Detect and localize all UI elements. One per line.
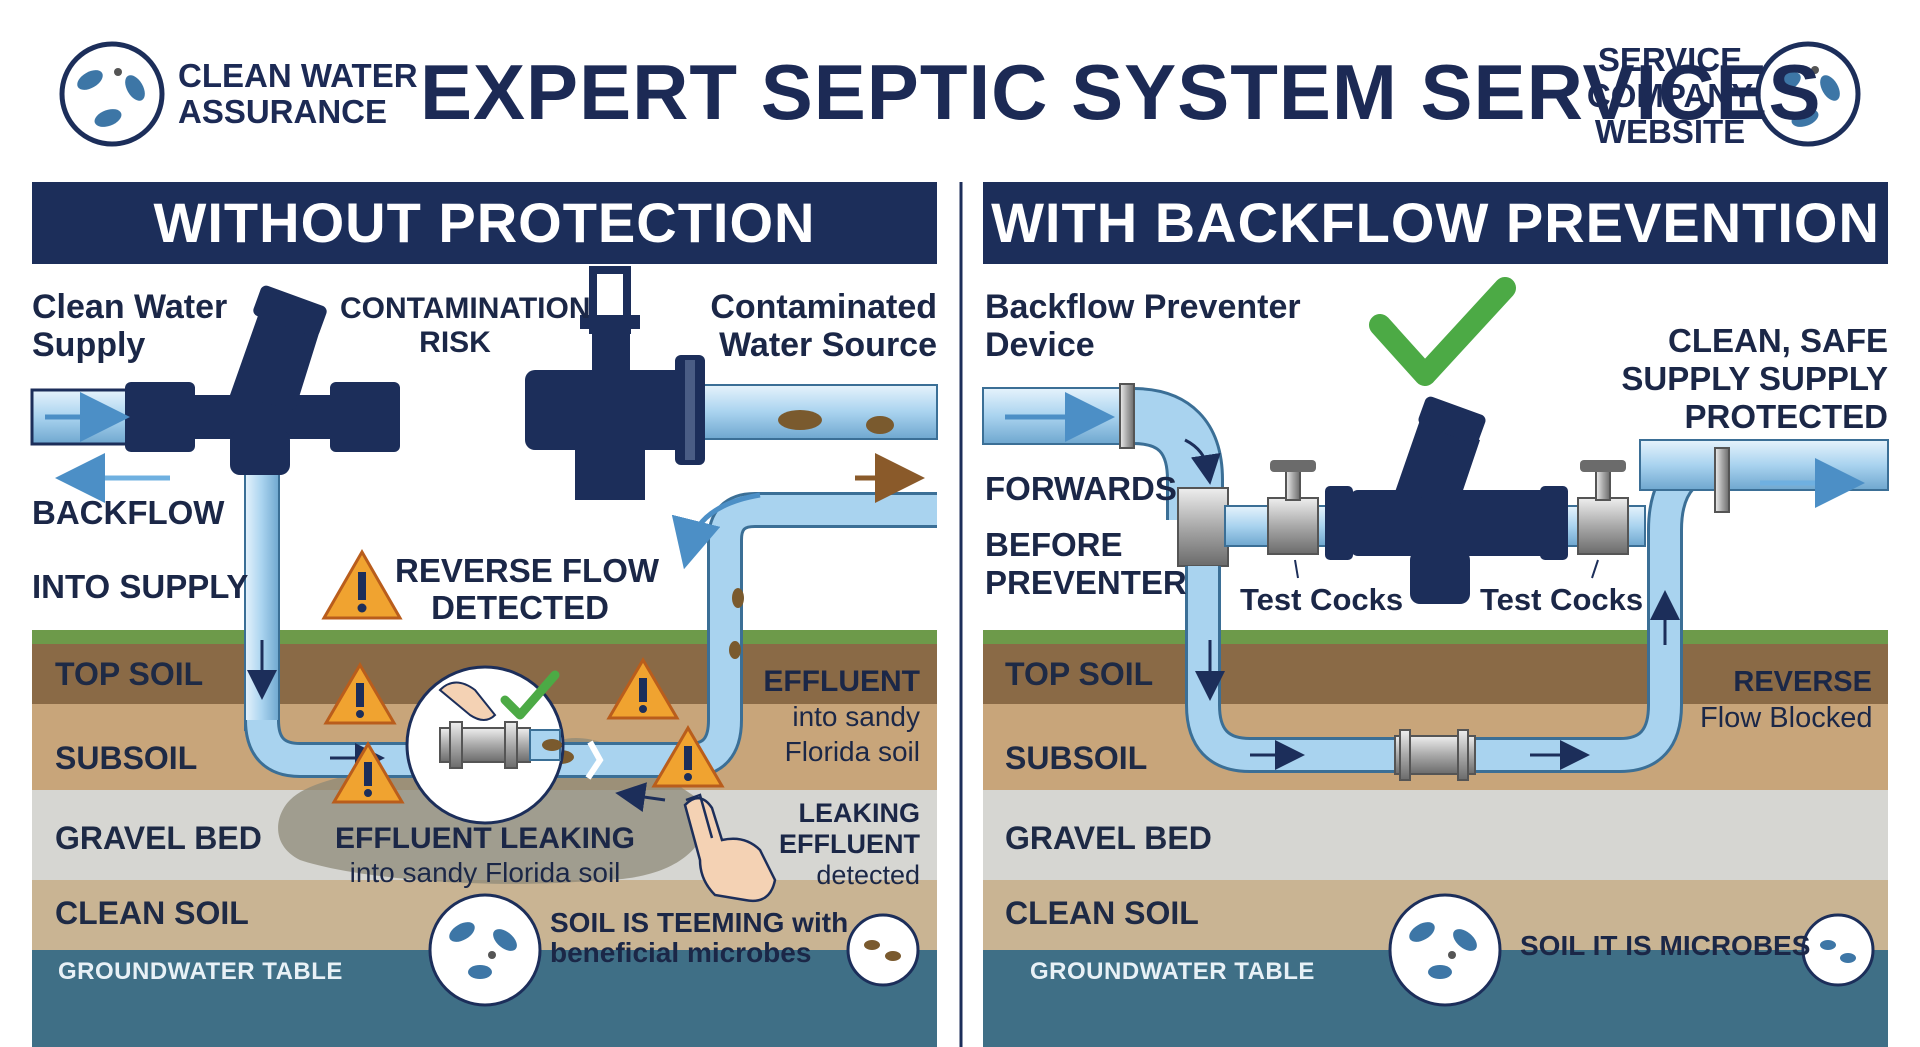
effluent-right-line2: into sandy [792, 701, 920, 732]
contaminated-source-label: Contaminated Water Source [700, 288, 937, 364]
reverse-blocked-line1: REVERSE [1733, 666, 1872, 698]
microbe-logo-right [1755, 41, 1861, 147]
test-cocks-left-label: Test Cocks [1240, 582, 1404, 617]
left-layer-topsoil: TOP SOIL [55, 656, 204, 692]
left-brand: CLEAN WATER ASSURANCE [178, 58, 418, 130]
contamination-line1: CONTAMINATION [340, 292, 591, 325]
left-brand-line2: ASSURANCE [178, 93, 388, 130]
before-preventer-label: BEFORE PREVENTER [985, 526, 1187, 602]
left-layer-gravel: GRAVEL BED [55, 820, 262, 856]
device-label: Backflow Preventer Device [985, 288, 1301, 364]
before-line1: BEFORE [985, 526, 1123, 563]
left-layer-subsoil: SUBSOIL [55, 740, 198, 776]
reverse-blocked-label: REVERSE Flow Blocked [1700, 664, 1872, 736]
microbe-logo-left [59, 41, 165, 147]
reverse-line1: REVERSE FLOW [395, 552, 660, 589]
device-line2: Device [985, 326, 1095, 364]
left-groundwater-label: GROUNDWATER TABLE [58, 958, 343, 985]
effluent-leaking-label: EFFLUENT LEAKING into sandy Florida soil [325, 822, 645, 890]
contamination-risk-label: CONTAMINATION RISK [340, 292, 591, 360]
right-panel-heading: WITH BACKFLOW PREVENTION [983, 182, 1888, 264]
into-supply-label: INTO SUPPLY [32, 568, 249, 605]
reverse-flow-label: REVERSE FLOW DETECTED [395, 552, 660, 626]
leaking-right-line1: LEAKING [798, 798, 921, 828]
safe-line2: SUPPLY SUPPLY [1621, 360, 1888, 397]
left-pipe-system [30, 266, 938, 1007]
reverse-line2: DETECTED [431, 589, 609, 626]
right-pipe-system [982, 277, 1889, 1007]
device-line1: Backflow Preventer [985, 288, 1301, 326]
page-title: EXPERT SEPTIC SYSTEM SERVICES [420, 48, 1822, 136]
microbes-line1: SOIL IS TEEMING with [550, 907, 849, 938]
right-layer-topsoil: TOP SOIL [1005, 656, 1154, 692]
right-layer-subsoil: SUBSOIL [1005, 740, 1148, 776]
leaking-right-line2: EFFLUENT [779, 829, 920, 859]
left-panel-heading: WITHOUT PROTECTION [32, 182, 937, 264]
warning-triangles [321, 548, 725, 804]
forwards-label: FORWARDS [985, 470, 1177, 507]
microbes-left-label: SOIL IS TEEMING with beneficial microbes [550, 908, 848, 968]
leaking-effluent-label: LEAKING EFFLUENT detected [770, 798, 920, 891]
right-brand-line3: WEBSITE [1594, 113, 1746, 150]
clean-safe-label: CLEAN, SAFE SUPPLY SUPPLY PROTECTED [1600, 322, 1888, 436]
effluent-right-line3: Florida soil [784, 736, 920, 767]
right-layer-cleansoil: CLEAN SOIL [1005, 895, 1199, 931]
microbes-right-label: SOIL IT IS MICROBES [1520, 930, 1811, 961]
leaking-center-line2: into sandy Florida soil [349, 857, 621, 888]
leaking-right-line3: detected [816, 860, 920, 890]
right-groundwater-label: GROUNDWATER TABLE [1030, 958, 1315, 985]
test-cocks-right-label: Test Cocks [1480, 582, 1644, 617]
clean-supply-label: Clean Water Supply [32, 288, 227, 364]
safe-line1: CLEAN, SAFE [1667, 322, 1888, 359]
clean-supply-line2: Supply [32, 326, 146, 364]
effluent-right-label: EFFLUENT into sandy Florida soil [745, 664, 920, 769]
microbes-line2: beneficial microbes [550, 937, 812, 968]
contaminated-source-line2: Water Source [719, 326, 937, 364]
right-brand-line2: COMPANY [1586, 77, 1754, 114]
before-line2: PREVENTER [985, 564, 1187, 601]
backflow-label: BACKFLOW [32, 494, 225, 531]
left-layer-cleansoil: CLEAN SOIL [55, 895, 249, 931]
safe-line3: PROTECTED [1684, 398, 1888, 435]
left-brand-line1: CLEAN WATER [178, 57, 418, 94]
contaminated-source-line1: Contaminated [710, 288, 937, 326]
contamination-line2: RISK [419, 326, 491, 359]
right-layer-gravel: GRAVEL BED [1005, 820, 1212, 856]
clean-supply-line1: Clean Water [32, 288, 228, 326]
right-brand-line1: SERVICE [1597, 41, 1743, 78]
leaking-center-line1: EFFLUENT LEAKING [335, 822, 635, 855]
reverse-blocked-line2: Flow Blocked [1700, 702, 1873, 734]
effluent-right-line1: EFFLUENT [763, 665, 920, 698]
right-brand: SERVICE COMPANY WEBSITE [1585, 42, 1755, 150]
